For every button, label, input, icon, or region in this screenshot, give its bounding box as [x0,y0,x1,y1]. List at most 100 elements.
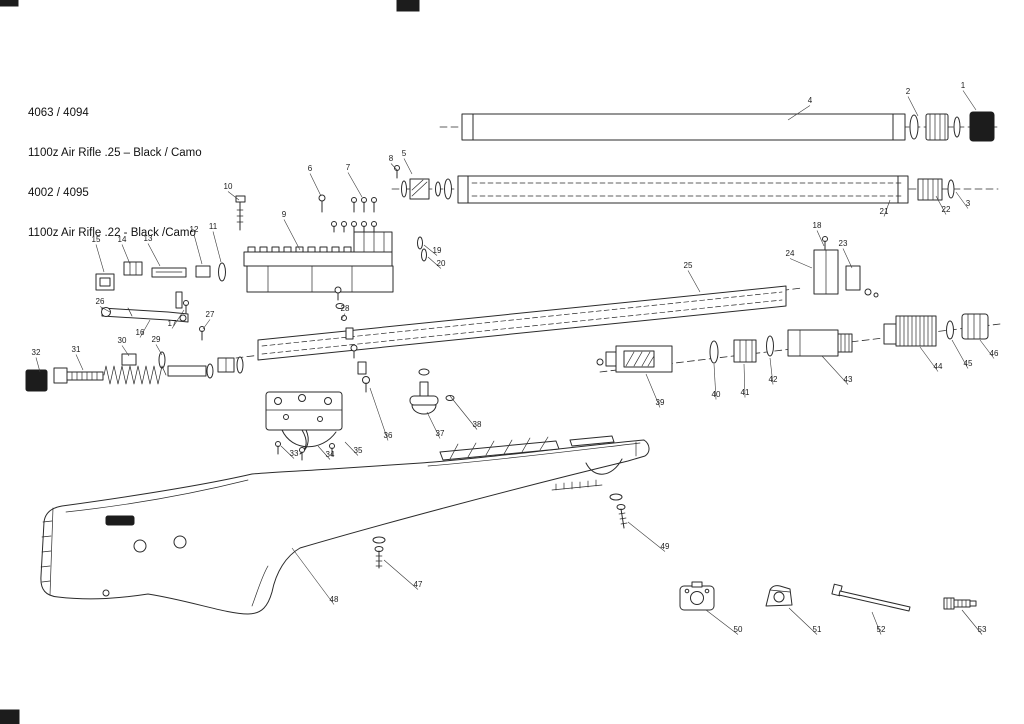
leader-line-part-23 [842,248,853,269]
part-number-4: 4 [808,96,813,105]
leader-line-part-46 [979,339,995,359]
part-number-8: 8 [389,154,394,163]
title-line-2: 1100z Air Rifle .25 – Black / Camo [28,147,202,160]
cocking-lever-assembly [25,300,244,392]
leader-line-part-17 [171,309,185,329]
part-number-22: 22 [942,205,951,214]
leader-line-part-11 [212,231,222,263]
leader-line-part-2 [907,96,919,117]
leader-line-part-24 [789,258,813,269]
leader-line-part-16 [139,319,151,338]
leader-line-part-5 [403,158,413,175]
part-number-50: 50 [734,625,743,634]
part-number-26: 26 [96,297,105,306]
leader-line-part-10 [227,191,240,201]
part-number-21: 21 [880,207,889,216]
part-number-28: 28 [341,304,350,313]
leader-line-part-43 [821,355,849,385]
part-number-20: 20 [437,259,446,268]
fastener-chain [334,286,370,393]
leader-line-part-25 [687,270,701,293]
leader-line-part-30 [121,345,130,357]
title-line-4: 1100z Air Rifle .22 - Black /Camo [28,227,196,240]
leader-line-part-48 [291,547,335,605]
cleaning-rod [831,583,911,612]
part-number-35: 35 [354,446,363,455]
part-number-9: 9 [282,210,287,219]
part-number-44: 44 [934,362,943,371]
part-number-42: 42 [769,375,778,384]
part-number-16: 16 [136,328,145,337]
part-number-30: 30 [118,336,127,345]
part-number-13: 13 [144,234,153,243]
part-number-25: 25 [684,261,693,270]
leader-line-part-50 [705,609,739,635]
leader-line-part-53 [961,609,983,635]
leader-line-part-18 [816,230,825,247]
valve-assembly [596,313,1001,373]
part-number-11: 11 [209,222,218,231]
part-number-5: 5 [402,149,407,158]
page-edge-marks [0,0,420,724]
leader-line-part-3 [955,191,969,209]
leader-line-part-28 [340,313,346,321]
leader-line-part-14 [121,244,131,265]
part-number-38: 38 [473,420,482,429]
part-number-18: 18 [813,221,822,230]
leader-line-part-36 [369,387,389,441]
part-number-3: 3 [966,199,971,208]
part-number-24: 24 [786,249,795,258]
part-number-36: 36 [384,431,393,440]
part-number-48: 48 [330,595,339,604]
leader-line-part-20 [427,256,442,269]
part-number-43: 43 [844,375,853,384]
leader-line-part-1 [962,90,977,111]
part-number-14: 14 [118,235,127,244]
breech-rail-assembly [95,195,394,309]
leader-line-part-34 [317,445,331,460]
leader-line-part-32 [35,357,41,373]
trigger-assembly [265,368,455,461]
part-number-40: 40 [712,390,721,399]
leader-line-part-51 [788,607,818,635]
part-number-2: 2 [906,87,911,96]
part-number-17: 17 [168,319,177,328]
part-number-46: 46 [990,349,999,358]
leader-line-part-40 [713,363,717,400]
leader-line-part-42 [769,357,774,385]
leader-line-part-37 [426,411,441,439]
leader-line-part-45 [951,339,969,369]
part-number-52: 52 [877,625,886,634]
front-sight [765,585,793,607]
part-number-32: 32 [32,348,41,357]
leader-line-part-38 [449,395,478,430]
leader-line-part-13 [147,243,161,267]
leader-line-part-41 [743,363,746,398]
leader-line-part-49 [627,521,666,552]
leader-line-part-19 [423,244,438,256]
stock-screws [372,493,628,569]
leader-line-part-12 [193,234,203,265]
leader-line-part-33 [280,445,295,459]
leader-line-part-39 [645,373,661,408]
leader-line-part-8 [390,163,398,171]
part-number-1: 1 [961,81,966,90]
leader-line-part-44 [919,346,939,372]
leader-line-part-47 [383,559,419,590]
part-number-19: 19 [433,246,442,255]
part-number-12: 12 [190,225,199,234]
muzzle-cap [679,581,715,611]
leader-line-part-7 [347,172,363,198]
part-number-29: 29 [152,335,161,344]
part-number-6: 6 [308,164,313,173]
barrel-shroud-assembly [318,165,999,262]
part-number-39: 39 [656,398,665,407]
stock-bolt [943,597,977,610]
leader-line-part-21 [883,199,891,217]
part-number-27: 27 [206,310,215,319]
part-number-7: 7 [346,163,351,172]
part-number-10: 10 [224,182,233,191]
rear-cap-assembly [813,236,879,298]
